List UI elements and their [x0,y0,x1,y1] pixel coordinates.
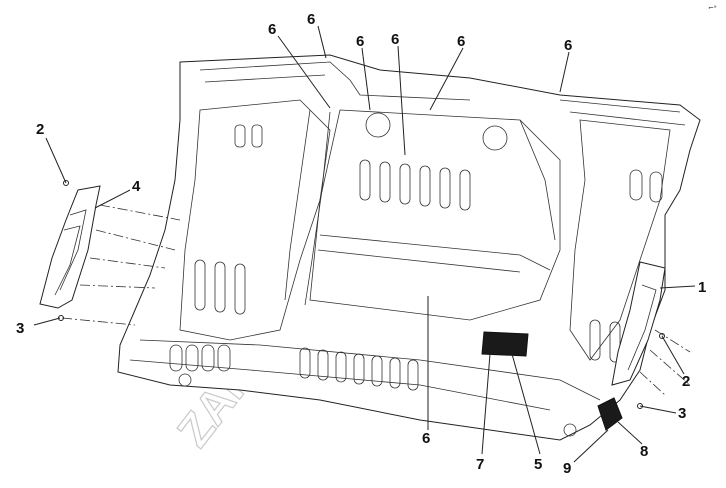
callout-5: 5 [534,456,542,473]
left-alignment-lines [61,204,181,326]
callout-6-e: 6 [457,33,465,50]
callout-labels: 6 6 6 6 6 6 2 4 3 1 2 3 8 9 6 7 5 ⌐ᵃ [16,4,717,477]
left-sill-reinforcement [39,180,101,321]
right-alignment-lines [639,329,691,396]
callout-6-a: 6 [268,21,276,38]
floor-ribs [169,112,663,437]
callout-4: 4 [132,178,141,195]
callout-6-d: 6 [391,31,399,48]
callout-7: 7 [476,456,484,473]
leader-lines [33,25,696,463]
callout-6-b: 6 [307,11,315,28]
callout-3-left: 3 [16,320,24,337]
callout-2-left: 2 [36,121,44,138]
corner-mark: ⌐ᵃ [708,4,717,12]
callout-9: 9 [563,460,571,477]
callout-6-bottom: 6 [422,430,430,447]
callout-8: 8 [640,443,648,460]
callout-6-f: 6 [564,37,572,54]
callout-1: 1 [698,279,706,296]
callout-6-c: 6 [356,33,364,50]
insulation-pad [481,331,529,357]
callout-2-right: 2 [682,373,690,390]
right-sill-reinforcement [597,261,666,431]
callout-3-right: 3 [678,405,686,422]
